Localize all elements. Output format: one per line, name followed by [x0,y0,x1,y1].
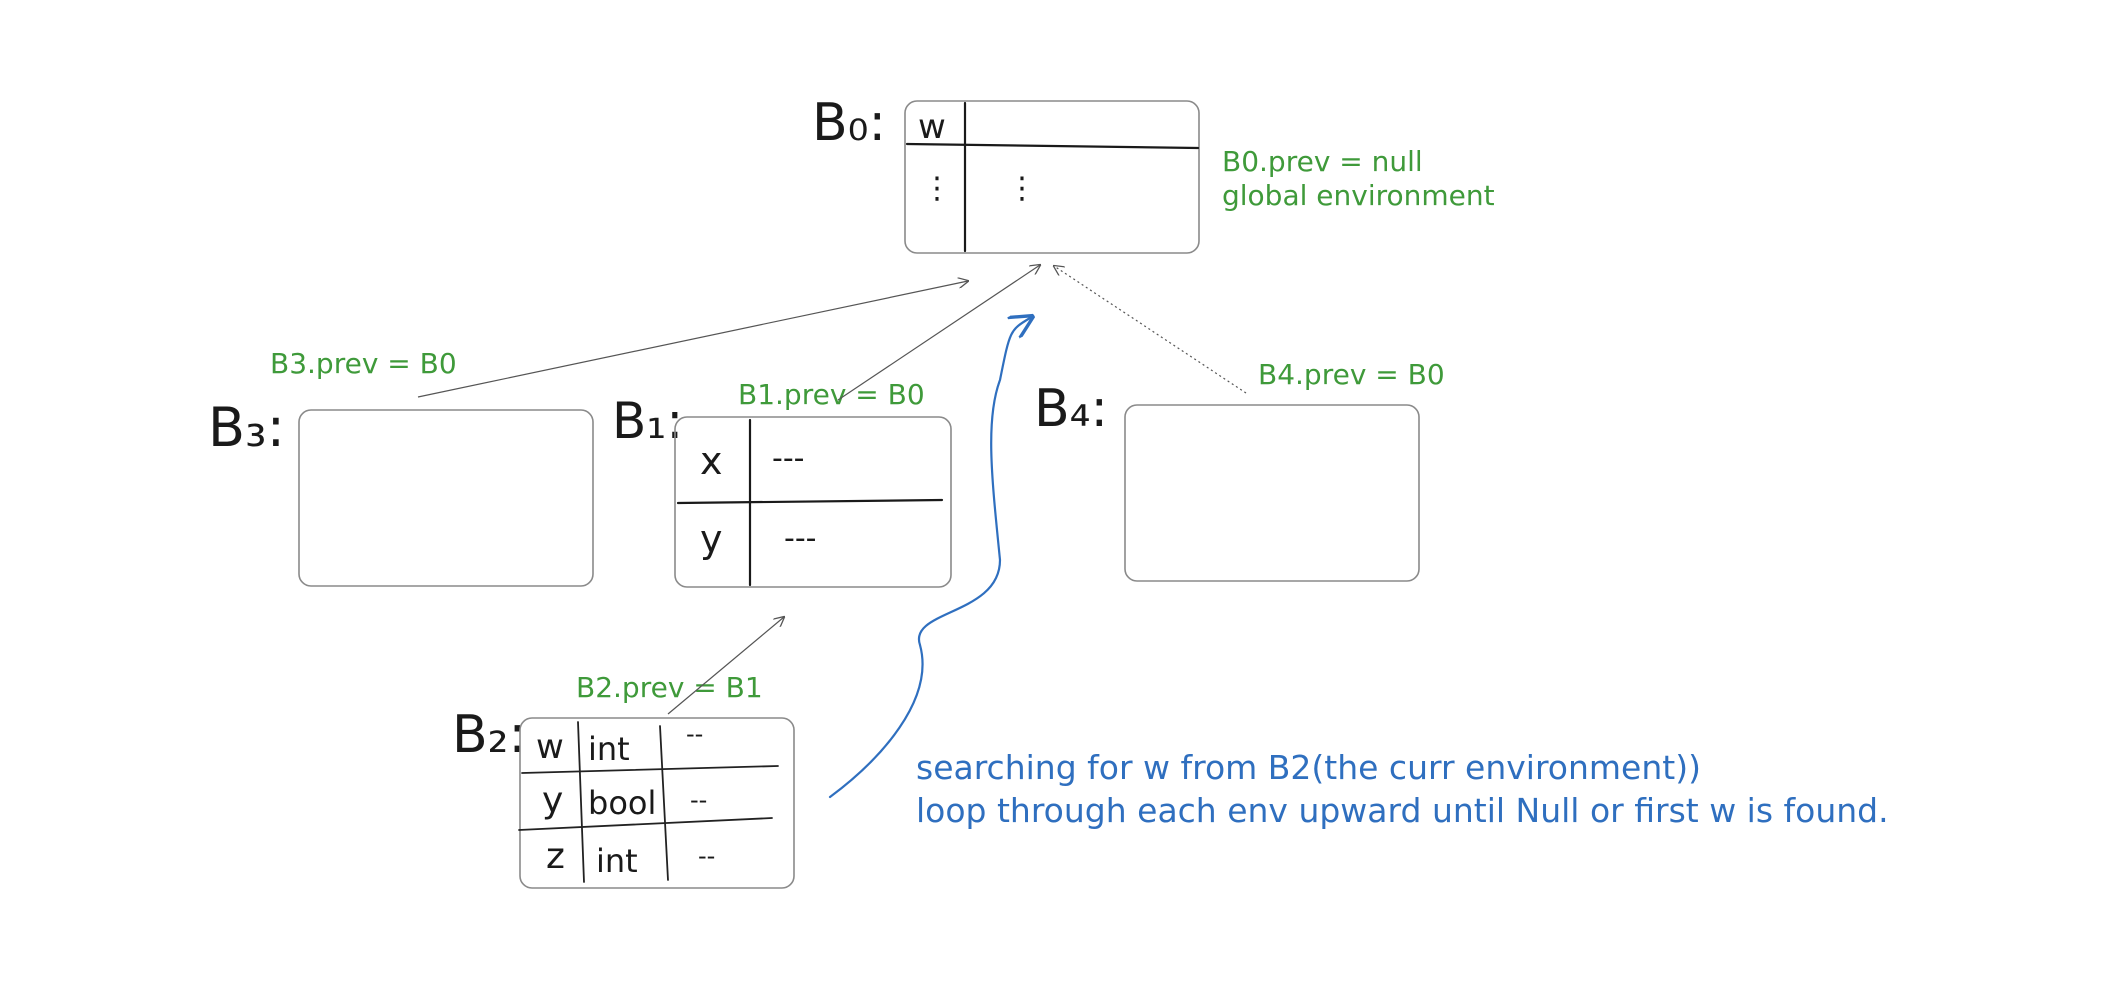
block-b0-dots-left: ⋮ [922,171,952,206]
note-line-1: searching for w from B2(the curr environ… [916,748,1701,787]
block-b0: B₀: w ⋮ ⋮ [812,93,1200,254]
search-path-arrow [828,318,1030,799]
block-b1: B₁: x --- y --- [612,392,952,588]
note-line-2: loop through each env upward until Null … [916,791,1889,830]
block-b1-row-divider [676,498,944,505]
block-b2-type: bool [588,784,656,822]
arrow-b1-to-b0 [837,265,1040,401]
block-b2-column-divider-1 [577,721,585,883]
block-b1-val-x: --- [772,441,804,476]
label-b3-prev: B3.prev = B0 [270,347,457,380]
block-b2: B₂: w int -- y bool -- z int -- [452,705,795,889]
block-b2-var: w [536,727,564,767]
table-row: w int -- [536,720,703,768]
block-b2-row-divider-1 [521,765,779,774]
block-b4-frame [1124,404,1420,582]
block-b1-var-x: x [700,439,723,483]
label-b0-desc: global environment [1222,179,1495,212]
block-b0-frame [904,100,1200,254]
arrow-b2-to-b1 [667,617,784,715]
block-b4-name: B₄: [1034,379,1108,439]
block-b2-var: z [546,836,565,877]
block-b2-type: int [596,842,638,880]
arrow-b4-to-b0 [1054,266,1247,394]
table-row: y bool -- [542,780,707,822]
block-b1-frame [674,416,952,588]
label-b2-prev: B2.prev = B1 [576,671,763,704]
block-b0-name: B₀: [812,93,886,153]
block-b0-var-w: w [918,107,946,147]
block-b0-dots-right: ⋮ [1007,171,1037,206]
block-b2-type: int [588,730,630,768]
block-b3: B₃: [208,396,594,587]
table-row: z int -- [546,836,715,880]
block-b2-row-divider-2 [518,817,773,831]
block-b2-val: -- [698,842,715,870]
arrow-b3-to-b0 [417,281,968,398]
block-b2-column-divider-2 [659,725,669,881]
block-b2-name: B₂: [452,705,526,765]
block-b1-name: B₁: [612,392,683,450]
label-b0-prev: B0.prev = null [1222,145,1423,178]
label-b4-prev: B4.prev = B0 [1258,358,1445,391]
block-b2-val: -- [686,720,703,748]
block-b3-name: B₃: [208,396,285,459]
label-b1-prev: B1.prev = B0 [738,378,925,411]
block-b2-frame [519,717,795,889]
block-b2-val: -- [690,786,707,814]
block-b4: B₄: [1034,379,1420,582]
block-b0-row-divider [905,142,1200,150]
block-b3-frame [298,409,594,587]
block-b1-val-y: --- [784,521,816,556]
block-b1-var-y: y [700,517,723,561]
block-b2-var: y [542,780,563,821]
